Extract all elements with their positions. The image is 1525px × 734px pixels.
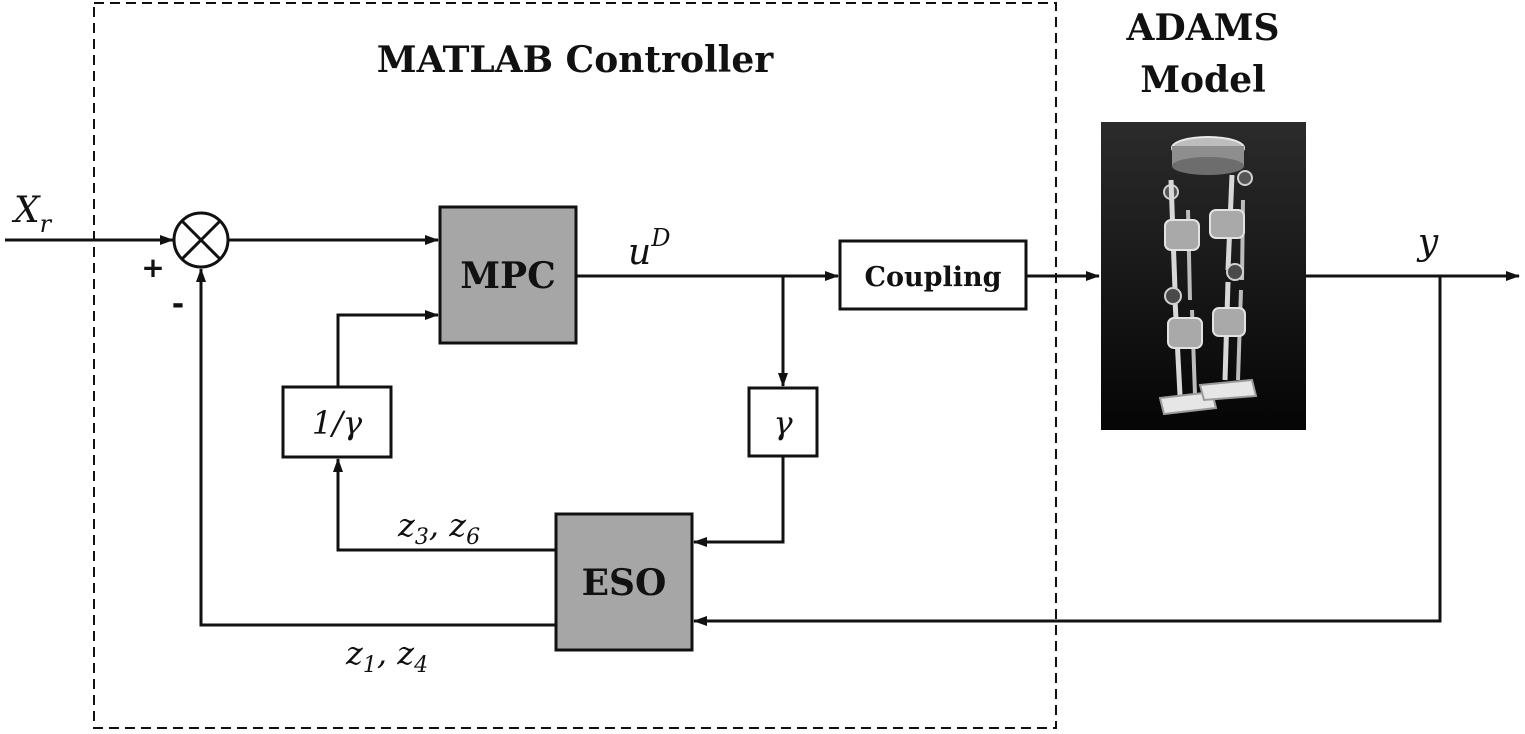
- output-label: y: [1416, 222, 1439, 263]
- minus-sign: -: [172, 287, 184, 322]
- coupling-block: [838, 239, 1028, 311]
- eso-label: ESO: [582, 562, 667, 604]
- plant-title-line2: Model: [1140, 59, 1266, 101]
- gain-to-eso-line: [693, 456, 785, 547]
- control-signal-label: uD: [628, 224, 670, 273]
- summing-junction: [172, 211, 230, 269]
- eso-to-mpc-signal-label: z3, z6: [397, 506, 480, 550]
- controller-boundary: [93, 2, 1057, 729]
- inverse-gain-label: 1/γ: [312, 404, 363, 442]
- mpc-label: MPC: [460, 255, 556, 297]
- eso-block: [554, 512, 694, 652]
- output-feedback-line: [693, 276, 1442, 626]
- coupling-label: Coupling: [864, 262, 1001, 293]
- mpc-block: [438, 205, 578, 345]
- eso-to-inverse-gain-line: [333, 458, 556, 552]
- exoskeleton-model-image: [1101, 122, 1306, 430]
- plus-sign: +: [141, 251, 164, 284]
- controller-title: MATLAB Controller: [377, 39, 775, 81]
- input-label: Xr: [11, 190, 53, 238]
- plant-title-line1: ADAMS: [1126, 7, 1280, 49]
- eso-to-sum-line: [196, 268, 556, 627]
- inverse-gain-block: [281, 385, 393, 459]
- inverse-gain-to-mpc-line: [336, 310, 439, 387]
- eso-to-sum-signal-label: z1, z4: [345, 634, 428, 678]
- gain-label: γ: [773, 404, 793, 442]
